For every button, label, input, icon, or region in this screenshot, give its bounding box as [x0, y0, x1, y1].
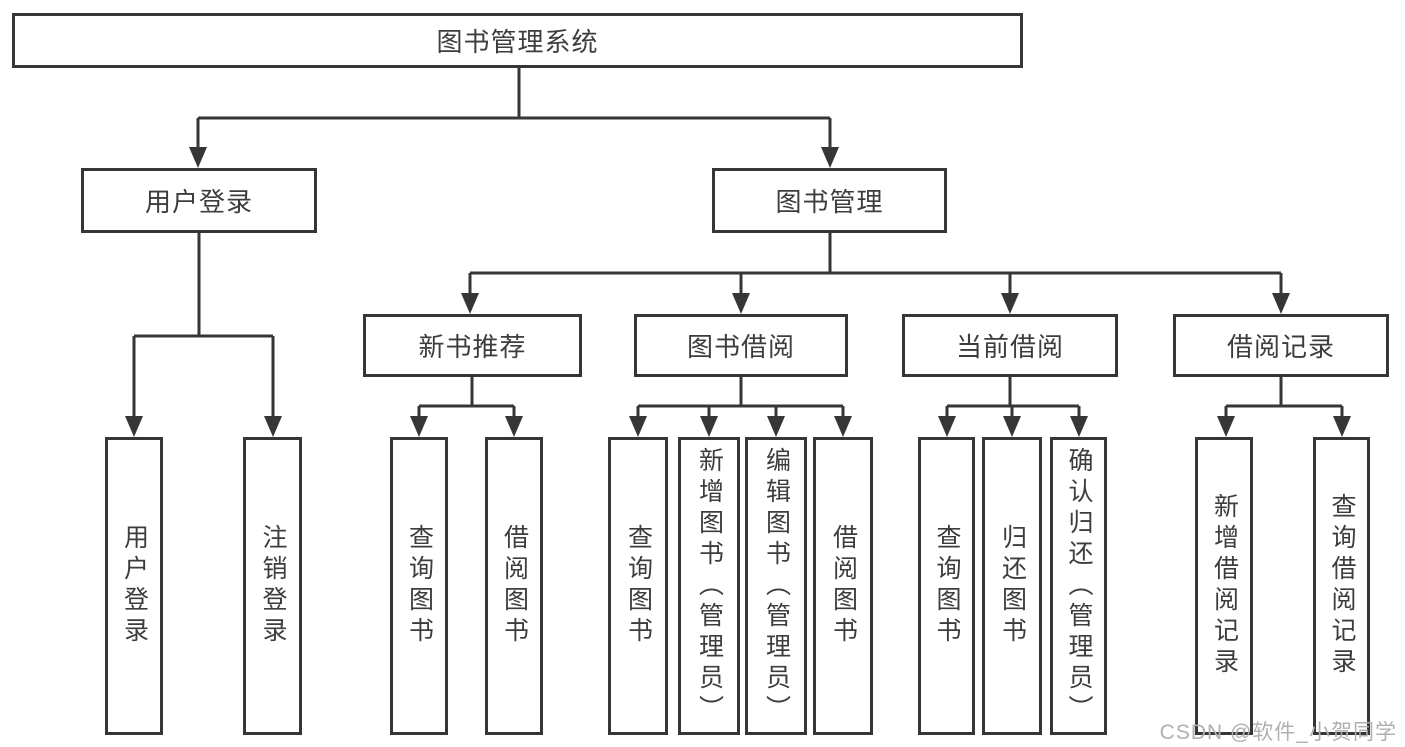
leaf-label: 查询图书	[624, 524, 653, 648]
leaf-label: 借阅图书	[500, 524, 529, 648]
node-label: 图书借阅	[686, 332, 795, 362]
csdn-watermark: CSDN @软件_小贺同学	[1159, 721, 1397, 744]
node-label: 图书管理	[775, 187, 884, 217]
connector-mgmt-branch	[468, 233, 1283, 296]
arrow-down-icon	[821, 147, 839, 168]
node-label: 借阅记录	[1226, 332, 1335, 362]
leaf-label: 确认归还（管理员）	[1065, 446, 1093, 726]
leaf-user-login: 用户登录	[105, 437, 163, 735]
node-root-label: 图书管理系统	[436, 27, 599, 57]
node-book-mgmt: 图书管理	[712, 168, 947, 233]
arrow-down-icon	[125, 416, 143, 437]
leaf-add-borrow-record: 新增借阅记录	[1195, 437, 1253, 735]
arrow-down-icon	[834, 416, 852, 437]
leaf-borrow-books-2: 借阅图书	[813, 437, 873, 735]
node-group-current-borrow: 当前借阅	[902, 314, 1118, 377]
arrow-down-icon	[505, 416, 523, 437]
leaf-return-books: 归还图书	[982, 437, 1042, 735]
connector-group-book-borrow	[636, 377, 845, 420]
connector-group-borrow-records	[1224, 377, 1344, 420]
connector-group-current-borrow	[945, 377, 1081, 420]
node-root: 图书管理系统	[12, 13, 1023, 68]
leaf-query-borrow-record: 查询借阅记录	[1313, 437, 1370, 735]
leaf-borrow-books: 借阅图书	[485, 437, 543, 735]
arrow-down-icon	[189, 147, 207, 168]
arrow-down-icon	[264, 416, 282, 437]
leaf-add-books-admin: 新增图书（管理员）	[678, 437, 740, 735]
leaf-label: 新增借阅记录	[1210, 493, 1239, 679]
node-group-book-borrow: 图书借阅	[634, 314, 848, 377]
leaf-logout: 注销登录	[243, 437, 302, 735]
arrow-down-icon	[938, 416, 956, 437]
node-label: 用户登录	[144, 187, 253, 217]
node-group-new-books: 新书推荐	[363, 314, 582, 377]
node-group-borrow-records: 借阅记录	[1173, 314, 1389, 377]
leaf-confirm-return-admin: 确认归还（管理员）	[1050, 437, 1107, 735]
leaf-label: 归还图书	[998, 524, 1027, 648]
arrow-down-icon	[1217, 416, 1235, 437]
leaf-query-books: 查询图书	[390, 437, 448, 735]
leaf-query-books-2: 查询图书	[608, 437, 668, 735]
arrow-down-icon	[1333, 416, 1351, 437]
arrow-down-icon	[1070, 416, 1088, 437]
leaf-label: 新增图书（管理员）	[695, 446, 724, 726]
arrow-down-icon	[767, 416, 785, 437]
leaf-edit-books-admin: 编辑图书（管理员）	[745, 437, 807, 735]
connector-trunk	[196, 68, 832, 151]
connector-user-branch	[132, 233, 275, 419]
node-label: 当前借阅	[955, 332, 1064, 362]
arrow-down-icon	[1272, 293, 1290, 314]
node-user-login: 用户登录	[81, 168, 317, 233]
arrow-down-icon	[461, 293, 479, 314]
arrow-down-icon	[629, 416, 647, 437]
arrow-down-icon	[700, 416, 718, 437]
leaf-label: 注销登录	[259, 524, 287, 648]
node-label: 新书推荐	[418, 332, 527, 362]
leaf-query-books-3: 查询图书	[918, 437, 975, 735]
leaf-label: 编辑图书（管理员）	[762, 446, 791, 726]
leaf-label: 查询图书	[933, 524, 961, 648]
leaf-label: 用户登录	[120, 524, 149, 648]
arrow-down-icon	[1001, 293, 1019, 314]
leaf-label: 查询图书	[405, 524, 434, 648]
arrow-down-icon	[1003, 416, 1021, 437]
leaf-label: 借阅图书	[829, 524, 858, 648]
leaf-label: 查询借阅记录	[1328, 493, 1356, 679]
arrow-down-icon	[410, 416, 428, 437]
arrow-down-icon	[732, 293, 750, 314]
connector-group-new-books	[417, 377, 516, 420]
